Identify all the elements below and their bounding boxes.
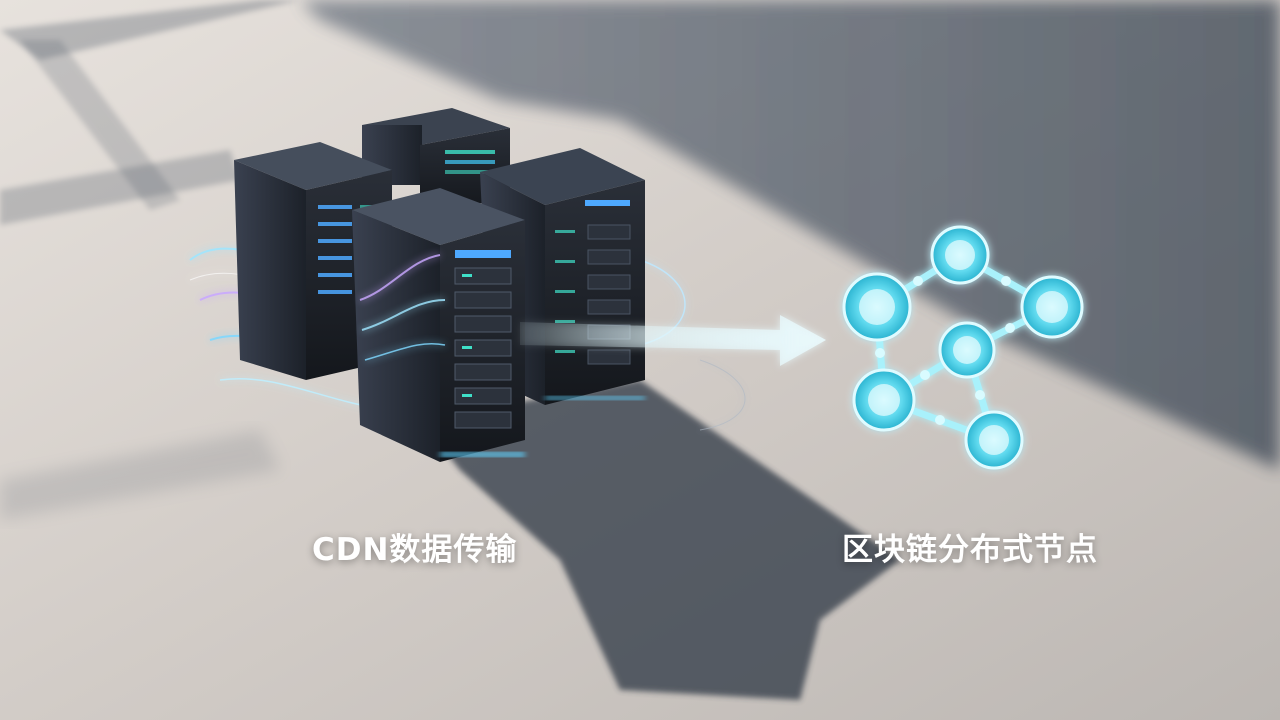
blockchain-label: 区块链分布式节点 — [842, 532, 1098, 568]
window-shadow-right — [300, 0, 1280, 470]
window-shadow-bar-top — [0, 0, 300, 60]
server-shadow — [420, 380, 900, 700]
window-shadow-bar-bottom — [0, 430, 280, 520]
arrow-right-icon — [520, 315, 826, 366]
cdn-label: CDN数据传输 — [312, 532, 518, 568]
window-shadow-bar-vertical — [20, 40, 180, 210]
network-nodes-icon — [842, 225, 1084, 470]
window-shadow-bar-mid — [0, 150, 240, 225]
server-rack-front — [352, 188, 525, 462]
